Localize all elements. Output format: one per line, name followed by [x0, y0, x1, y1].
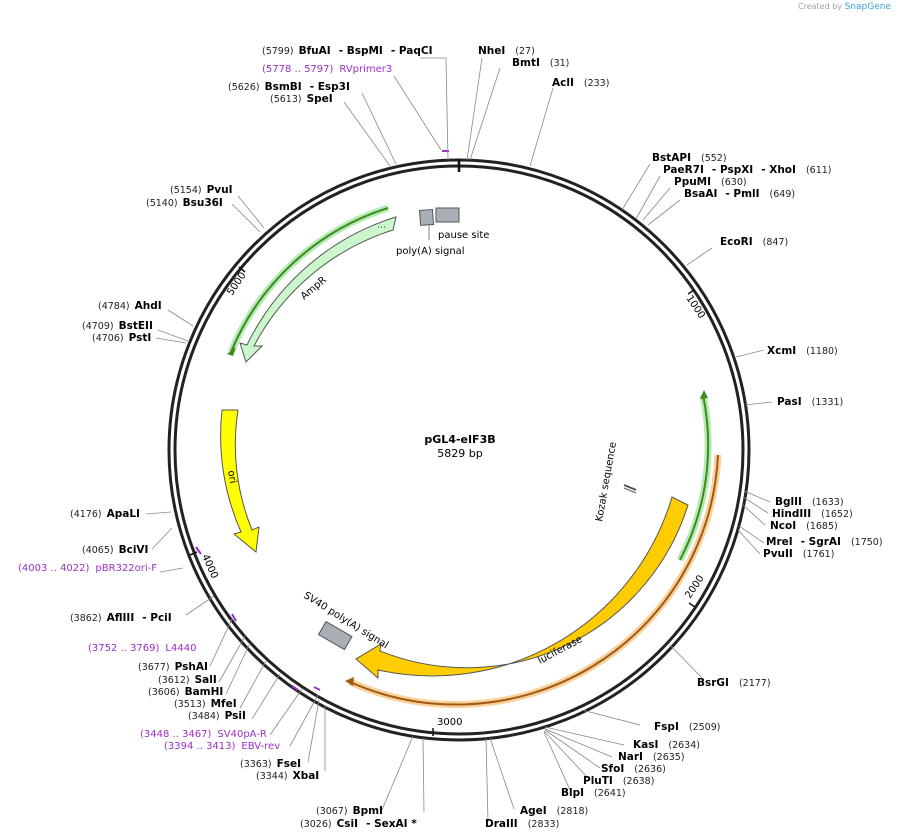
created-by-text: Created by: [798, 2, 843, 11]
polya-signal-box: [418, 208, 435, 226]
luciferase-feature-arrow: [355, 496, 689, 680]
site-ahdi: (4784)AhdI: [98, 300, 162, 312]
site-bsmbi: (5626)BsmBI- Esp3I: [228, 81, 350, 93]
site-mfei: (3513)MfeI: [174, 698, 237, 710]
sv40-polya-box: [317, 620, 353, 651]
site-ppumi: PpuMI(630): [674, 176, 747, 188]
snapgene-brand: Created by SnapGene: [798, 2, 891, 12]
site-bstapi: BstAPI(552): [652, 152, 727, 164]
site-bmti: BmtI(31): [512, 57, 569, 69]
luciferase-orange-line: [349, 454, 719, 706]
site-afliii: (3862)AflIII- PciI: [70, 612, 172, 624]
primer-mark-l4440: [231, 613, 237, 622]
scale-tick-2000: 2000: [683, 573, 707, 608]
site-fspi: FspI(2509): [654, 721, 720, 733]
leader-lines: [145, 57, 773, 823]
site-pluti: PluTI(2638): [583, 775, 654, 787]
primer-pbr322ori-f: (4003 .. 4022)pBR322ori-F: [18, 563, 157, 574]
site-bsu36i: (5140)Bsu36I: [146, 197, 223, 209]
site-draiii: DraIII(2833): [485, 818, 559, 830]
kozak-green-line: [679, 394, 710, 561]
luciferase-orange-arrowhead: [345, 677, 354, 686]
pause-site-label: pause site: [438, 230, 489, 241]
primer-rvprimer3: (5778 .. 5797)RVprimer3: [262, 64, 392, 75]
kozak-green-arrowhead: [700, 390, 708, 399]
site-psii: (3484)PsiI: [188, 710, 246, 722]
site-nhei: NheI(27): [478, 45, 535, 57]
primer-sv40pa-r: (3448 .. 3467)SV40pA-R: [140, 729, 267, 740]
site-hindiii: HindIII(1652): [772, 508, 853, 520]
polya-signal-label: poly(A) signal: [396, 246, 465, 257]
site-pasi: PasI(1331): [777, 396, 843, 408]
tick-label-3000: 3000: [437, 717, 462, 728]
site-bsrgi: BsrGI(2177): [697, 677, 771, 689]
primer-l4440: (3752 .. 3769)L4440: [88, 643, 196, 654]
site-spei: (5613)SpeI: [270, 93, 333, 105]
ori-label: ori: [225, 470, 238, 485]
site-bsteii: (4709)BstEII: [82, 320, 153, 332]
site-xcmi: XcmI(1180): [767, 345, 838, 357]
tick-label-4000: 4000: [199, 553, 219, 581]
kozak-label: Kozak sequence: [594, 441, 619, 522]
ampr-highlight-line: [230, 207, 389, 353]
primer-mark-pbr322ori: [195, 546, 202, 555]
site-bsaai: BsaAI- PmlI(649): [684, 188, 795, 200]
site-paer7i: PaeR7I- PspXI- XhoI(611): [663, 164, 831, 176]
site-acli: AclI(233): [552, 77, 609, 89]
kozak-marker-2: [623, 487, 637, 494]
ampr-dots: ⋯: [377, 223, 386, 233]
site-psti: (4706)PstI: [92, 332, 151, 344]
snapgene-logo-text: SnapGene: [844, 2, 891, 12]
ori-feature-arrow: [220, 409, 260, 553]
site-blpi: BlpI(2641): [561, 787, 626, 799]
site-pvuii: PvuII(1761): [763, 548, 834, 560]
site-bfuai: (5799)BfuAI- BspMI- PaqCI: [262, 45, 432, 57]
site-sali: (3612)SalI: [158, 674, 217, 686]
site-bamhi: (3606)BamHI: [148, 686, 223, 698]
site-apali: (4176)ApaLI: [70, 508, 140, 520]
ampr-feature-arrow: [239, 216, 397, 363]
site-bpmi: (3067)BpmI: [316, 805, 383, 817]
site-bglii: BglII(1633): [775, 496, 844, 508]
primer-mark-sv40pa: [291, 685, 299, 691]
site-pvui: (5154)PvuI: [170, 184, 233, 196]
primer-marks: [195, 150, 449, 691]
site-kasi: KasI(2634): [633, 739, 700, 751]
ampr-highlight-arrowhead: [227, 347, 236, 356]
plasmid-length: 5829 bp: [437, 447, 483, 460]
kozak-marker: [623, 484, 637, 491]
site-nari: NarI(2635): [618, 751, 685, 763]
site-agei: AgeI(2818): [520, 805, 588, 817]
site-xbai: (3344)XbaI: [256, 770, 319, 782]
site-ecori: EcoRI(847): [720, 236, 788, 248]
pause-site-box: [435, 207, 460, 223]
site-ncoi: NcoI(1685): [770, 520, 838, 532]
site-sfoi: SfoI(2636): [601, 763, 666, 775]
site-pshai: (3677)PshAI: [138, 661, 208, 673]
site-bcivi: (4065)BciVI: [82, 544, 148, 556]
site-mrei: MreI- SgrAI(1750): [766, 536, 883, 548]
plasmid-name: pGL4-eIF3B: [424, 433, 496, 446]
site-csii: (3026)CsiI- SexAI *: [300, 818, 417, 830]
site-fsei: (3363)FseI: [240, 758, 301, 770]
primer-ebv-rev: (3394 .. 3413)EBV-rev: [164, 741, 280, 752]
scale-tick-3000: 3000: [432, 717, 462, 736]
primer-mark-ebv: [313, 686, 321, 691]
